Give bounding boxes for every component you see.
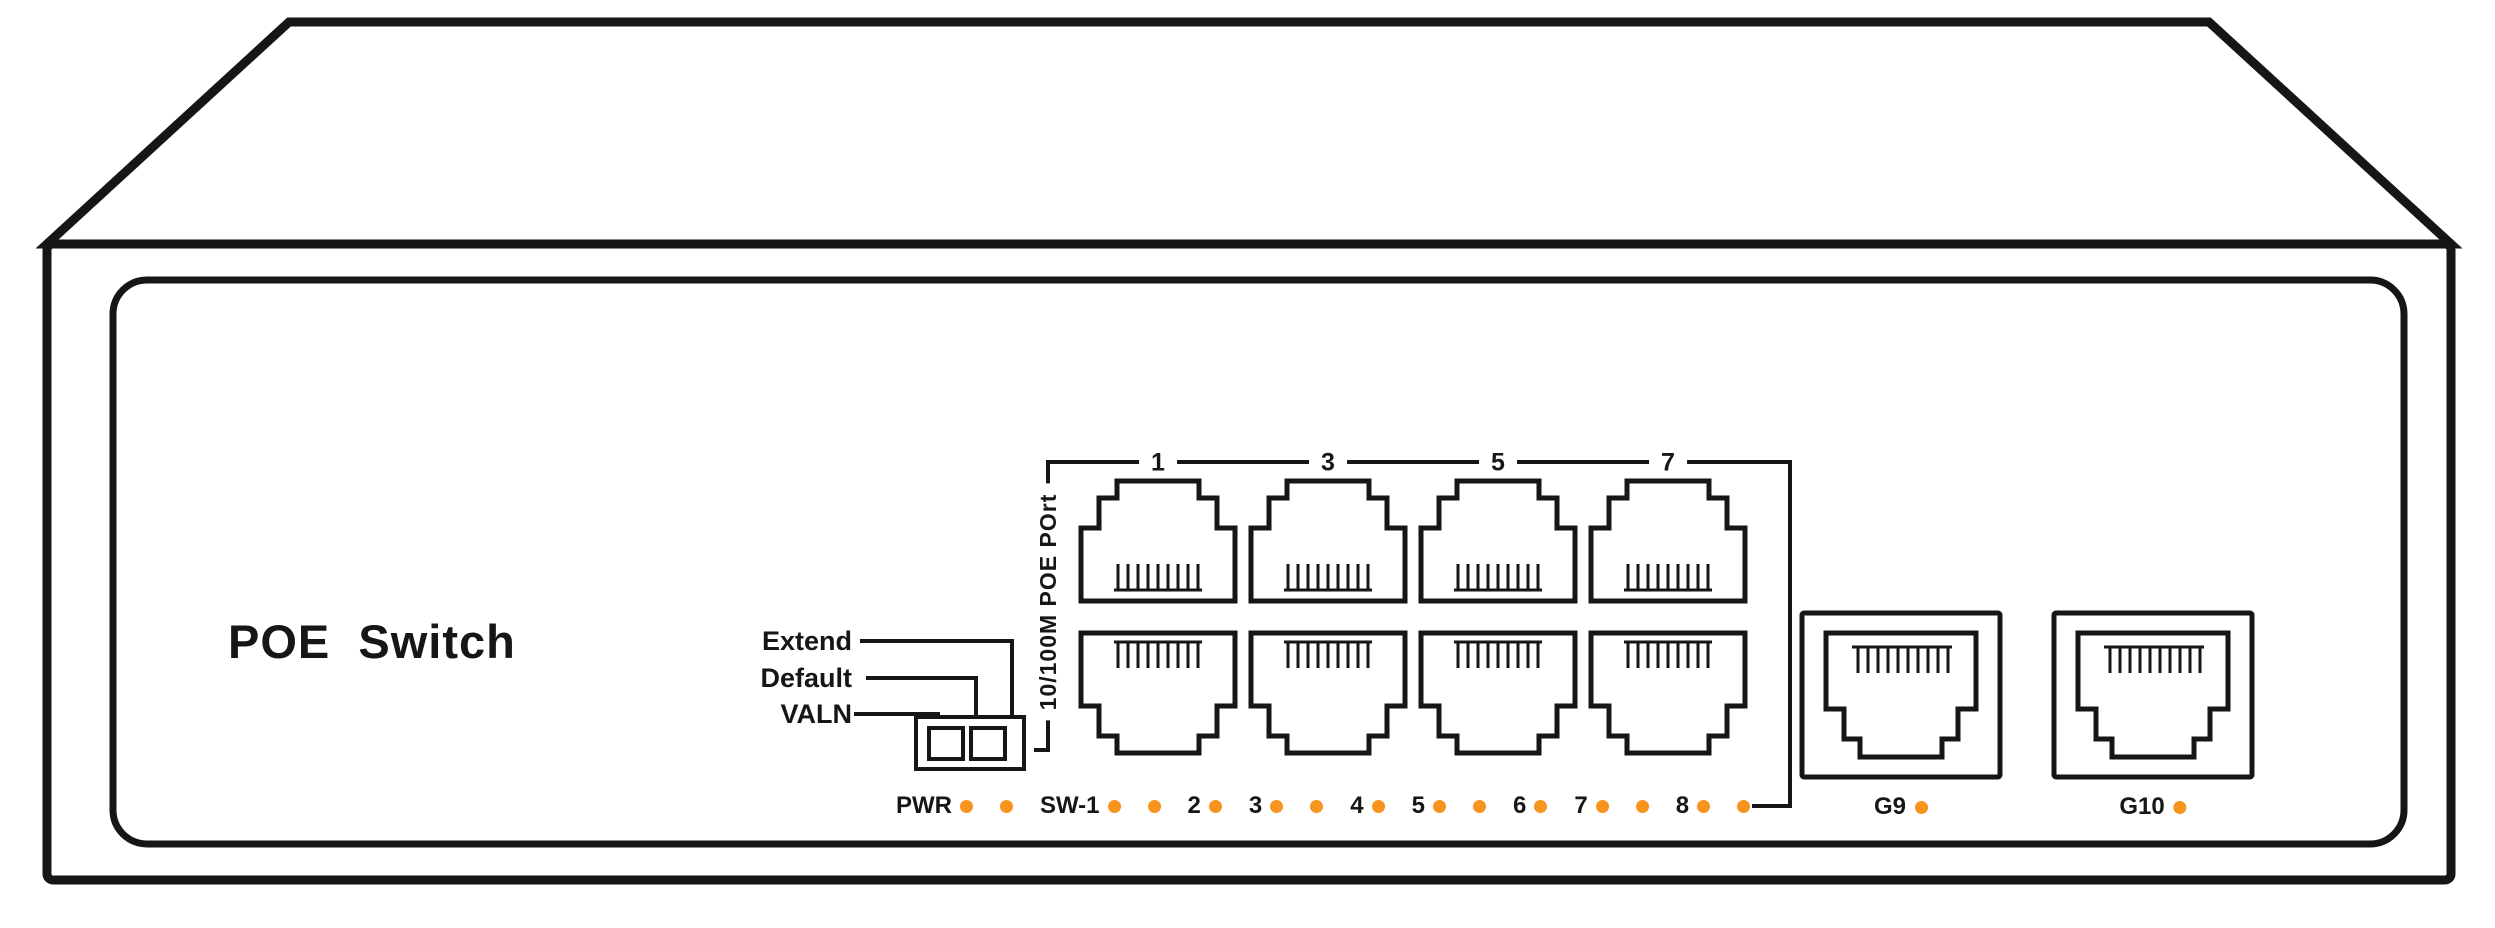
led-dot-item	[1635, 799, 1649, 813]
rj45-port-g10	[2054, 613, 2252, 777]
dip-label-valn: VALN	[780, 699, 853, 729]
led-dot	[1000, 799, 1013, 813]
led-dot	[1432, 799, 1446, 813]
led-pwr: PWR	[896, 792, 973, 820]
rj45-port-2	[1081, 633, 1235, 753]
uplink-label-text: G9	[1873, 793, 1907, 820]
chassis-top-face	[35, 17, 2463, 249]
led-dot	[2173, 800, 2187, 814]
rj45-port-6	[1421, 633, 1575, 753]
led-port-5: 5	[1412, 792, 1446, 820]
rj45-port-1	[1081, 481, 1235, 601]
rj45-port-3	[1251, 481, 1405, 601]
uplink-label-g10: G10	[2119, 793, 2187, 821]
led-dot	[1595, 799, 1609, 813]
dip-switch-toggle-1	[927, 726, 965, 761]
led-port-3: 3	[1248, 792, 1284, 820]
rj45-port-8	[1591, 633, 1745, 753]
dip-switch-toggle-2	[969, 726, 1007, 761]
led-port-7: 7	[1574, 792, 1609, 820]
led-label: 4	[1350, 792, 1364, 819]
port-group-bracket	[1034, 460, 1792, 808]
dip-label-extend: Extend	[761, 626, 852, 656]
led-port-8: 8	[1675, 792, 1711, 820]
rj45-port-7	[1591, 481, 1745, 601]
product-title: POE Switch	[228, 615, 516, 668]
led-label: SW-1	[1040, 792, 1100, 819]
led-port-2: 2	[1188, 792, 1222, 820]
led-dot	[1371, 799, 1385, 813]
led-dot	[1697, 799, 1711, 813]
led-strip: PWR SW-1 2 3 4 5 6 7 8	[896, 792, 1751, 820]
led-dot-item	[1472, 799, 1486, 813]
led-dot	[1107, 799, 1121, 813]
led-dot	[1310, 799, 1324, 813]
led-label: 5	[1411, 792, 1425, 819]
front-panel-outline	[109, 276, 2408, 848]
led-label: PWR	[896, 792, 952, 819]
led-dot	[1472, 799, 1486, 813]
led-dot	[1635, 799, 1649, 813]
port-number-1: 1	[1139, 448, 1177, 478]
led-label: 2	[1187, 792, 1201, 819]
led-dot-item	[1000, 799, 1013, 813]
led-label: 6	[1512, 792, 1527, 819]
uplink-label-g9: G9	[1873, 793, 1929, 821]
led-port-6: 6	[1512, 792, 1548, 820]
rj45-port-g9	[1802, 613, 2000, 777]
port-number-5: 5	[1479, 448, 1517, 478]
rj45-port-4	[1251, 633, 1405, 753]
led-dot	[1270, 799, 1284, 813]
led-label: 7	[1574, 792, 1588, 819]
uplink-label-text: G10	[2119, 793, 2165, 820]
led-dot	[1534, 799, 1548, 813]
led-label: 8	[1675, 792, 1690, 819]
led-sw1: SW-1	[1040, 792, 1121, 820]
led-dot	[1737, 799, 1751, 813]
port-number-7: 7	[1649, 448, 1687, 478]
led-dot	[1208, 799, 1222, 813]
led-dot-item	[1310, 799, 1324, 813]
rj45-port-5	[1421, 481, 1575, 601]
led-port-4: 4	[1350, 792, 1385, 820]
dip-leader-extend	[860, 639, 1014, 717]
led-label: 3	[1248, 792, 1263, 819]
port-group-vertical-label: 10/100M POE POrt	[1034, 483, 1062, 721]
led-dot	[1915, 800, 1929, 814]
port-number-3: 3	[1309, 448, 1347, 478]
led-dot-item	[1147, 799, 1161, 813]
dip-label-default: Default	[760, 663, 852, 693]
led-dot-item	[1737, 799, 1751, 813]
dip-leader-default	[866, 676, 978, 717]
led-dot	[960, 799, 973, 813]
led-dot	[1147, 799, 1161, 813]
